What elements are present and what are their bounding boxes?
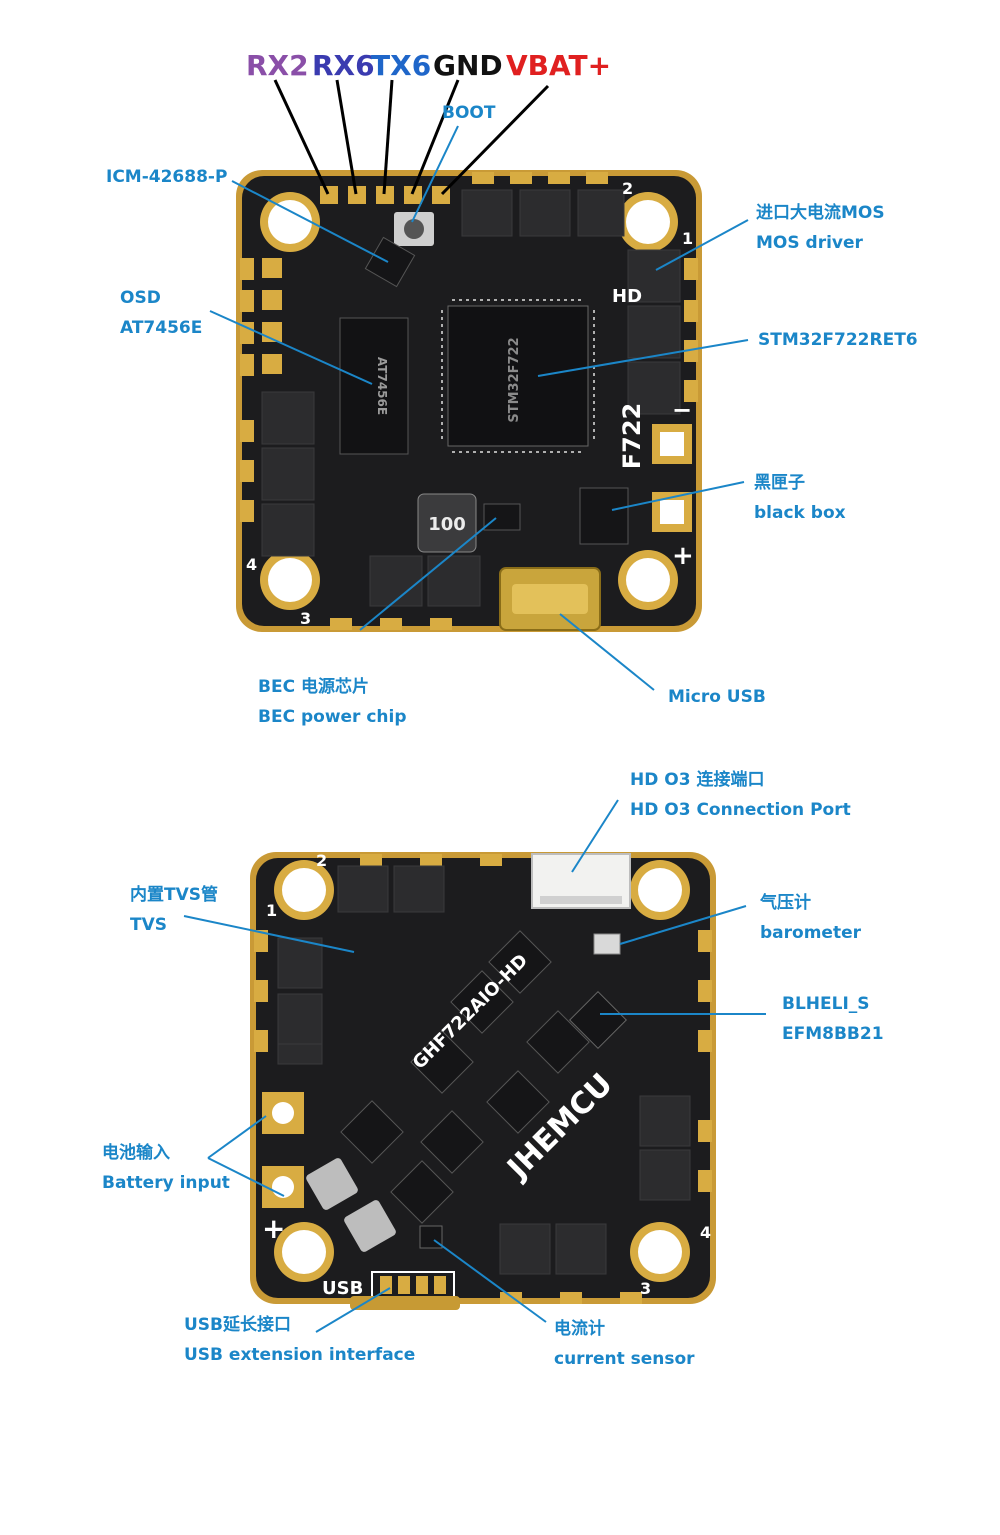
bec-chip <box>483 503 521 531</box>
callout-osd-line2: AT7456E <box>120 318 203 338</box>
callout-current-sensor-line2: current sensor <box>554 1349 695 1369</box>
usb-extension-edge <box>350 1296 460 1310</box>
top-corner-3: 3 <box>300 609 311 628</box>
top-silkscreen-minus: − <box>672 396 692 424</box>
callout-osd-line1: OSD <box>120 288 161 308</box>
top-board: AT7456E STM32F722 100 <box>236 170 702 632</box>
callout-barometer-line1: 气压计 <box>760 893 811 913</box>
gyro-chip <box>364 236 416 288</box>
capacitor-2 <box>344 1200 396 1252</box>
callout-blheli-line1: BLHELI_S <box>782 994 870 1014</box>
callout-boot: BOOT <box>442 98 495 128</box>
micro-usb-opening <box>512 584 588 614</box>
pin-label-tx6: TX6 <box>371 49 432 82</box>
current-sensor-chip <box>419 1225 443 1249</box>
callout-battery: 电池输入 Battery input <box>102 1138 230 1198</box>
bottom-corner-3: 3 <box>640 1279 651 1298</box>
callout-blheli: BLHELI_S EFM8BB21 <box>782 989 884 1049</box>
boot-button-cap <box>404 219 424 239</box>
top-callout-leaders <box>209 125 749 691</box>
callout-osd: OSD AT7456E <box>120 283 202 343</box>
blheli-mcu-chip <box>569 991 627 1049</box>
bec-inductor <box>417 493 477 553</box>
osd-chip <box>339 317 409 455</box>
bottom-edge-pads <box>254 854 712 1304</box>
callout-stm: STM32F722RET6 <box>758 325 918 355</box>
mcu-chip-marking: STM32F722 <box>507 337 522 422</box>
bottom-silkscreen-plus: + <box>262 1212 285 1245</box>
bottom-board-pcb <box>256 858 710 1298</box>
top-left-pads <box>262 258 282 374</box>
pin-label-gnd: GND <box>433 49 503 82</box>
top-edge-pads <box>240 172 698 630</box>
pin-leader-lines <box>273 79 550 196</box>
callout-usb-extension-line1: USB延长接口 <box>184 1315 292 1335</box>
callout-usb-extension-line2: USB extension interface <box>184 1345 416 1365</box>
callout-bec-line1: BEC 电源芯片 <box>258 677 369 697</box>
callout-mos-line2: MOS driver <box>756 233 863 253</box>
top-corner-2: 2 <box>622 179 633 198</box>
callout-blheli-line2: EFM8BB21 <box>782 1024 884 1044</box>
bottom-mosfets <box>277 865 691 1275</box>
callout-blackbox-line1: 黑匣子 <box>754 473 805 493</box>
top-silkscreen-model: F722 <box>618 403 646 470</box>
callout-blackbox: 黑匣子 black box <box>754 468 846 528</box>
mcu-chip <box>447 305 589 447</box>
top-silkscreen-plus: + <box>672 541 694 571</box>
top-mosfets <box>261 189 681 607</box>
capacitor-1 <box>306 1158 358 1210</box>
callout-mos: 进口大电流MOS MOS driver <box>756 198 885 258</box>
bottom-corner-4: 4 <box>700 1223 711 1242</box>
callout-micro-usb-text: Micro USB <box>668 687 766 707</box>
callout-barometer: 气压计 barometer <box>760 888 861 948</box>
top-mount-holes <box>260 192 678 610</box>
callout-bec: BEC 电源芯片 BEC power chip <box>258 672 407 732</box>
callout-current-sensor: 电流计 current sensor <box>554 1314 695 1374</box>
top-corner-1: 1 <box>682 229 693 248</box>
callout-bec-line2: BEC power chip <box>258 707 407 727</box>
callout-usb-extension: USB延长接口 USB extension interface <box>184 1310 415 1370</box>
bottom-corner-1: 1 <box>266 901 277 920</box>
pin-label-vbat: VBAT+ <box>506 49 612 82</box>
pin-label-rx2: RX2 <box>246 49 309 82</box>
usb-extension-pads <box>380 1276 446 1294</box>
top-corner-4: 4 <box>246 555 257 574</box>
barometer-chip <box>593 933 621 955</box>
callout-hd-o3: HD O3 连接端口 HD O3 Connection Port <box>630 765 851 825</box>
callout-barometer-line2: barometer <box>760 923 861 943</box>
callout-battery-line2: Battery input <box>102 1173 230 1193</box>
callout-tvs: 内置TVS管 TVS <box>130 880 218 940</box>
callout-battery-line1: 电池输入 <box>102 1143 170 1163</box>
top-silkscreen-hd: HD <box>612 286 642 307</box>
callout-hd-o3-line2: HD O3 Connection Port <box>630 800 851 820</box>
flash-chip <box>579 487 629 545</box>
callout-icm-text: ICM-42688-P <box>106 167 228 187</box>
callout-tvs-line1: 内置TVS管 <box>130 885 218 905</box>
callout-hd-o3-line1: HD O3 连接端口 <box>630 770 765 790</box>
callout-micro-usb: Micro USB <box>668 682 766 712</box>
bottom-callout-leaders <box>183 799 766 1333</box>
esc-chips <box>340 930 590 1224</box>
bottom-corner-2: 2 <box>316 851 327 870</box>
bottom-mount-holes <box>274 860 690 1282</box>
callout-tvs-line2: TVS <box>130 915 167 935</box>
inductor-marking: 100 <box>428 514 466 535</box>
callout-blackbox-line2: black box <box>754 503 846 523</box>
pin-label-rx6: RX6 <box>312 49 375 82</box>
bottom-board: GHF722AIO-HD JHEMCU 1 2 3 4 + USB <box>250 851 716 1310</box>
callout-mos-line1: 进口大电流MOS <box>756 203 885 223</box>
top-uart-pads <box>320 186 450 204</box>
osd-chip-marking: AT7456E <box>375 357 389 415</box>
callout-current-sensor-line1: 电流计 <box>554 1319 605 1339</box>
mcu-pins <box>441 299 595 453</box>
callout-stm-text: STM32F722RET6 <box>758 330 918 350</box>
bottom-silkscreen-usb: USB <box>322 1278 363 1299</box>
callout-boot-text: BOOT <box>442 103 496 123</box>
callout-icm: ICM-42688-P <box>106 162 227 192</box>
